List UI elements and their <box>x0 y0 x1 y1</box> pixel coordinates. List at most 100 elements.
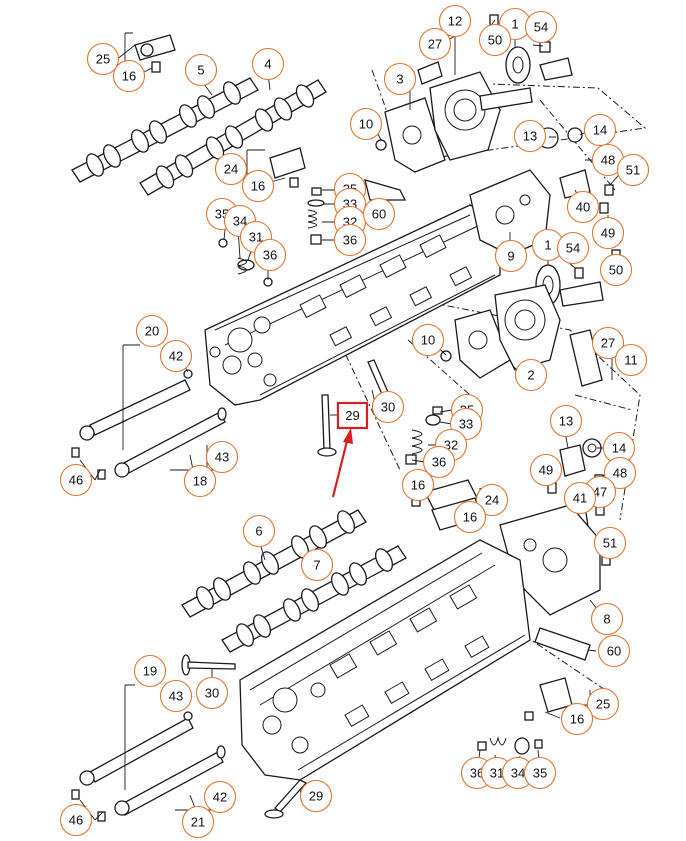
callout-label: 31 <box>490 766 504 781</box>
callout-label: 36 <box>432 455 446 470</box>
callout-21: 21 <box>181 805 215 839</box>
callout-circle <box>556 231 590 265</box>
callout-label: 40 <box>576 200 590 215</box>
callout-label: 42 <box>169 349 183 364</box>
callout-circle <box>300 548 334 582</box>
callout-label: 49 <box>601 226 615 241</box>
callout-circle <box>475 483 509 517</box>
callout-7: 7 <box>300 548 334 582</box>
callout-circle <box>453 500 487 534</box>
callout-36: 36 <box>253 238 287 272</box>
callout-27: 27 <box>591 326 625 360</box>
lower-valves <box>181 654 308 819</box>
callout-25: 25 <box>86 42 120 76</box>
callout-label: 34 <box>511 766 525 781</box>
highlight-box <box>336 401 369 430</box>
callout-circle <box>586 687 620 721</box>
callout-14: 14 <box>602 431 636 465</box>
callout-label: 30 <box>381 400 395 415</box>
callout-label: 9 <box>507 249 514 264</box>
callout-circle <box>514 358 548 392</box>
callout-circle <box>181 805 215 839</box>
callout-label: 1 <box>544 238 551 253</box>
callout-circle <box>591 216 625 250</box>
upper-cylinder-head <box>204 204 501 406</box>
callout-49: 49 <box>529 453 563 487</box>
callout-circle <box>214 152 248 186</box>
callout-circle <box>591 326 625 360</box>
callout-label: 54 <box>566 241 580 256</box>
callout-circle <box>86 42 120 76</box>
callout-24: 24 <box>214 152 248 186</box>
callout-48: 48 <box>603 456 637 490</box>
callout-label: 46 <box>69 473 83 488</box>
callout-27: 27 <box>418 27 452 61</box>
callout-10: 10 <box>349 107 383 141</box>
callout-circle <box>203 780 237 814</box>
callout-label: 60 <box>372 207 386 222</box>
callout-circle <box>195 676 229 710</box>
callout-label: 36 <box>470 766 484 781</box>
highlight-label: 29 <box>345 408 359 423</box>
callout-circle <box>411 323 445 357</box>
callout-label: 43 <box>169 689 183 704</box>
callout-43: 43 <box>205 440 239 474</box>
callout-34: 34 <box>501 756 535 790</box>
lower-left-shafts <box>71 711 226 822</box>
callout-label: 3 <box>396 72 403 87</box>
callout-label: 6 <box>255 524 262 539</box>
callout-layer: 2516541215427503101314485124163533323660… <box>59 4 650 839</box>
callout-13: 13 <box>513 119 547 153</box>
callout-label: 51 <box>603 536 617 551</box>
callout-circle <box>523 756 557 790</box>
callout-label: 35 <box>533 766 547 781</box>
callout-circle <box>299 779 333 813</box>
callout-label: 31 <box>249 230 263 245</box>
callout-label: 60 <box>607 644 621 659</box>
callout-circle <box>349 107 383 141</box>
callout-circle <box>566 190 600 224</box>
upper-left-small-parts <box>134 34 306 188</box>
callout-18: 18 <box>183 464 217 498</box>
callout-10: 10 <box>411 323 445 357</box>
callout-label: 51 <box>626 163 640 178</box>
middle-timing-assembly <box>440 264 604 387</box>
lower-head-bores <box>262 584 490 754</box>
callout-label: 42 <box>213 790 227 805</box>
callout-label: 47 <box>593 485 607 500</box>
callout-circle <box>418 27 452 61</box>
callout-label: 20 <box>145 324 159 339</box>
callout-label: 18 <box>193 474 207 489</box>
callout-19: 19 <box>133 654 167 688</box>
callout-circle <box>524 10 558 44</box>
callout-label: 36 <box>343 233 357 248</box>
callout-circle <box>135 314 169 348</box>
lower-camshafts <box>181 509 407 653</box>
callout-40: 40 <box>566 190 600 224</box>
callout-circle <box>184 53 218 87</box>
callout-circle <box>59 463 93 497</box>
callout-14: 14 <box>583 113 617 147</box>
callout-6: 6 <box>242 514 276 548</box>
callout-label: 12 <box>448 14 462 29</box>
callout-label: 14 <box>612 441 626 456</box>
callout-label: 49 <box>539 463 553 478</box>
callout-36: 36 <box>422 445 456 479</box>
callout-25: 25 <box>586 687 620 721</box>
callout-circle <box>253 238 287 272</box>
callout-label: 25 <box>96 52 110 67</box>
callout-16: 16 <box>112 59 146 93</box>
callout-circle <box>599 253 633 287</box>
callout-circle <box>549 404 583 438</box>
callout-circle <box>616 153 650 187</box>
upper-valve-spring-stack <box>218 179 407 287</box>
callout-2: 2 <box>514 358 548 392</box>
callout-35: 35 <box>523 756 557 790</box>
highlight-annotation: 29 <box>331 401 369 498</box>
callout-label: 14 <box>593 123 607 138</box>
callout-circle <box>371 390 405 424</box>
callout-30: 30 <box>371 390 405 424</box>
callout-label: 4 <box>264 57 271 72</box>
callout-circle <box>159 679 193 713</box>
